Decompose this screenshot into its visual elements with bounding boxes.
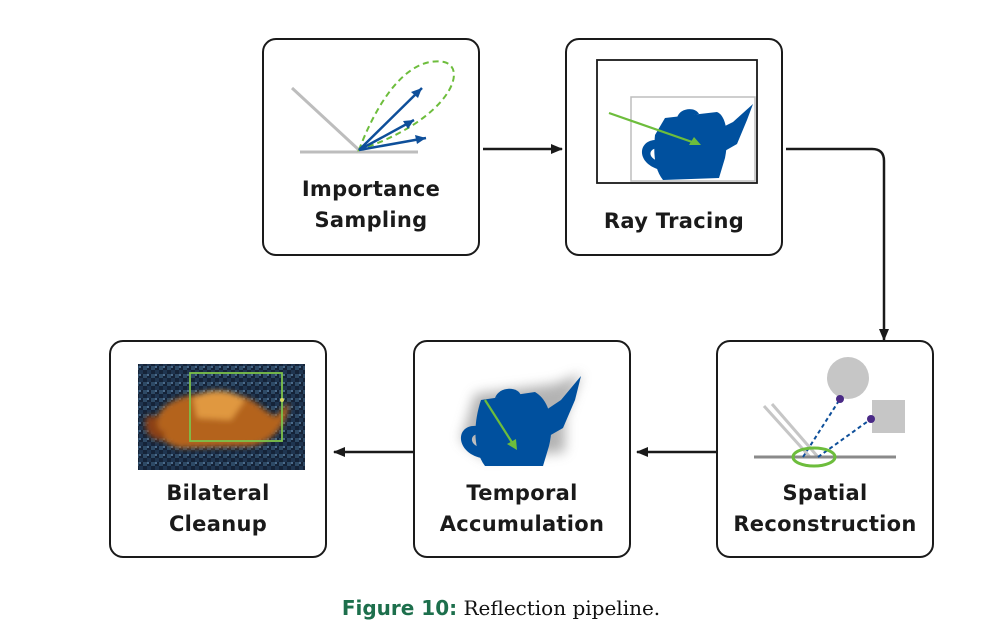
step-label-line2: Cleanup [168,512,268,536]
step-temporal-accumulation: Temporal Accumulation [413,340,631,558]
figure-number: Figure 10: [341,596,458,620]
spatial-reuse-icon [754,357,905,468]
step-bilateral-cleanup: Bilateral Cleanup [109,340,327,558]
step-label-line2: Reconstruction [733,512,917,536]
step-label-line2: Sampling [314,208,428,232]
teapot-ray-icon [596,59,758,184]
step-label-line1: Spatial [782,481,868,505]
step-label-line2: Accumulation [439,512,605,536]
step-spatial-reconstruction: Spatial Reconstruction [716,340,934,558]
step-importance-sampling: Importance Sampling [262,38,480,256]
blurred-teapot-icon [460,374,581,466]
figure-caption-text: Reflection pipeline. [463,596,661,620]
step-label-line1: Temporal [466,481,578,505]
step-label-line1: Ray Tracing [603,209,745,233]
step-label-line1: Importance [301,177,441,201]
figure-caption: Figure 10: Reflection pipeline. [0,596,1002,620]
noisy-render-icon [138,364,305,470]
step-label-line1: Bilateral [166,481,270,505]
brdf-lobe-icon [290,60,455,154]
step-ray-tracing: Ray Tracing [565,38,783,256]
arrow-tracing-to-reconstruction [786,147,889,341]
